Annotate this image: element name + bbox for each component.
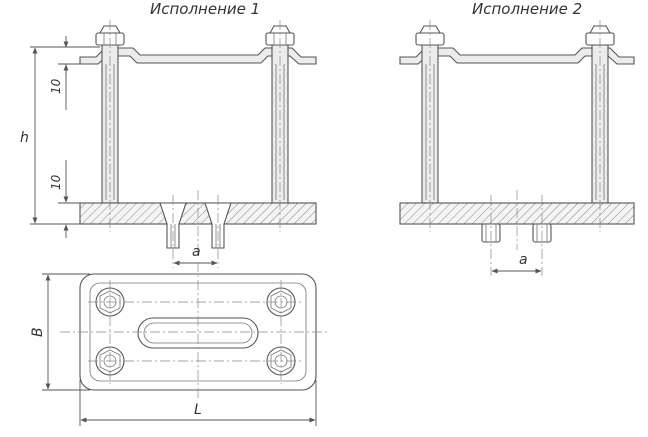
dim-L-label: L <box>194 402 202 418</box>
dim-a-label-2: a <box>519 252 528 268</box>
title-variant-1: Исполнение 1 <box>150 0 260 18</box>
dim-h-label: h <box>20 130 29 146</box>
dim-a-label-1: a <box>192 244 201 260</box>
dim-10-lower-label: 10 <box>49 174 63 190</box>
dim-B-label: B <box>30 327 46 337</box>
dim-10-upper-label: 10 <box>49 78 63 94</box>
variant-1-view: h 10 10 a <box>20 20 317 268</box>
countersunk-bolt-right-1 <box>204 202 232 249</box>
countersunk-bolt-left-1 <box>159 202 187 249</box>
title-variant-2: Исполнение 2 <box>472 0 582 18</box>
variant-2-view: a <box>399 20 635 276</box>
top-view: B L <box>30 262 330 426</box>
